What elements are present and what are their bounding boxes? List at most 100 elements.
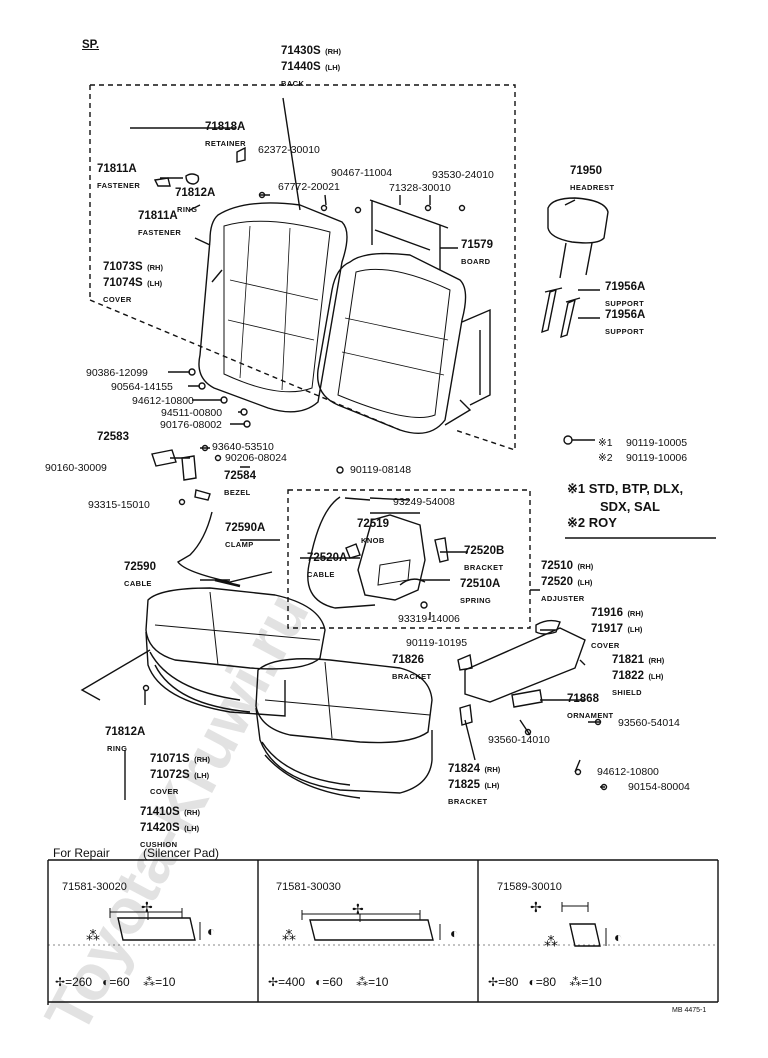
part-number: 71420S xyxy=(140,822,180,834)
callout-clamp: 72590A CLAMP xyxy=(225,519,265,551)
cover-71916 xyxy=(535,619,561,635)
part-number: 71811A xyxy=(97,163,137,175)
bolt-mark: ※1 xyxy=(598,437,613,449)
knob-72519 xyxy=(345,543,361,559)
callout-adjuster: 72510 (RH) 72520 (LH) ADJUSTER xyxy=(541,557,593,605)
thickness-icon: ◐ xyxy=(207,923,216,939)
part-number: 71868 xyxy=(567,693,599,705)
part-name: FASTENER xyxy=(97,181,141,190)
pad-1 xyxy=(109,908,201,941)
part-name: KNOB xyxy=(361,536,385,545)
sp-label: SP. xyxy=(82,39,100,51)
part-name: COVER xyxy=(591,641,620,650)
repair-code-1: 71581-30020 xyxy=(62,881,127,893)
thickness-icon: ◐ xyxy=(528,975,536,989)
part-number: 71579 xyxy=(461,239,493,251)
callout-93560-54014: 93560-54014 xyxy=(618,717,680,729)
callout-support-1: 71956A SUPPORT xyxy=(605,278,645,310)
part-number: 72590 xyxy=(124,561,156,573)
part-number: 71821 xyxy=(612,654,644,666)
callout-90386: 90386-12099 xyxy=(86,367,148,379)
part-number: 71822 xyxy=(612,670,644,682)
part-number: 71824 xyxy=(448,763,480,775)
part-name: BRACKET xyxy=(464,563,504,572)
headrest xyxy=(547,197,609,244)
side-rh: (RH) xyxy=(194,755,210,764)
ornament xyxy=(511,689,543,708)
part-name: RING xyxy=(107,744,128,753)
part-number: 71440S xyxy=(281,61,321,73)
part-name: BRACKET xyxy=(392,672,432,681)
repair-title: For Repair xyxy=(53,846,110,860)
thickness-icon: ◐ xyxy=(614,929,623,945)
part-name: BEZEL xyxy=(224,488,251,497)
side-rh: (RH) xyxy=(648,656,665,665)
board xyxy=(369,199,449,270)
callout-93560-14010: 93560-14010 xyxy=(488,734,550,746)
callout-93640: 93640-53510 xyxy=(212,441,274,453)
part-name: HEADREST xyxy=(570,183,615,192)
quantity-icon: ⁂ xyxy=(356,975,369,989)
callout-bolt-1: ※1 90119-10005 xyxy=(598,434,687,450)
part-name: SUPPORT xyxy=(605,299,645,308)
callout-fastener-2: 71811A FASTENER xyxy=(138,207,181,239)
quantity-icon: ⁂ xyxy=(86,927,100,943)
callout-bracket-71826: 71826 BRACKET xyxy=(392,651,431,683)
repair-code-3: 71589-30010 xyxy=(497,881,562,893)
seat-cushion-cover xyxy=(145,587,326,670)
pad-3 xyxy=(561,902,607,947)
repair-values-2: ✢=400 ◐=60 ⁂=10 xyxy=(268,976,388,988)
repair-code-2: 71581-30030 xyxy=(276,881,341,893)
callout-bezel: 72584 BEZEL xyxy=(224,467,256,499)
callout-cable-72590: 72590 CABLE xyxy=(124,558,156,590)
side-lh: (LH) xyxy=(194,771,210,780)
part-number: 72510 xyxy=(541,560,573,572)
repair-values-1: ✢=260 ◐=60 ⁂=10 xyxy=(55,976,175,988)
part-name: SPRING xyxy=(460,596,492,605)
callout-shield: 71821 (RH) 71822 (LH) SHIELD xyxy=(612,651,664,699)
seat-back-cover xyxy=(198,202,348,413)
side-rh: (RH) xyxy=(325,47,341,56)
part-number: 71812A xyxy=(105,726,146,738)
side-rh: (RH) xyxy=(627,609,644,618)
callout-62372: 62372-30010 xyxy=(258,144,320,156)
bracket-71824 xyxy=(459,704,473,726)
callout-cable-72520A: 72520A CABLE xyxy=(307,549,347,581)
callout-90119-08148: 90119-08148 xyxy=(350,464,412,476)
side-lh: (LH) xyxy=(648,672,664,681)
cable-72590 xyxy=(176,511,273,583)
quantity-icon: ⁂ xyxy=(544,933,558,949)
support-2 xyxy=(560,297,581,339)
side-lh: (LH) xyxy=(184,824,200,833)
callout-90176: 90176-08002 xyxy=(160,419,222,431)
quantity-icon: ⁂ xyxy=(143,975,156,989)
seat-back-frame xyxy=(316,252,467,434)
part-name: BRACKET xyxy=(448,797,488,806)
callout-ring-2: 71812A RING xyxy=(105,723,145,755)
part-name: COVER xyxy=(150,787,179,796)
part-number: 71917 xyxy=(591,623,623,635)
callout-board: 71579 BOARD xyxy=(461,236,493,268)
part-name: CUSHION xyxy=(140,840,178,849)
callout-90154: 90154-80004 xyxy=(628,781,690,793)
part-number: 71916 xyxy=(591,607,623,619)
shield xyxy=(464,627,586,703)
callout-fastener-1: 71811A FASTENER xyxy=(97,160,140,192)
part-number: 71825 xyxy=(448,779,480,791)
part-number: 72510A xyxy=(460,578,501,590)
part-number: 72590A xyxy=(225,522,266,534)
callout-72583: 72583 xyxy=(97,431,129,443)
callout-bracket-71824: 71824 (RH) 71825 (LH) BRACKET xyxy=(448,760,500,808)
side-rh: (RH) xyxy=(184,808,200,817)
part-name: SUPPORT xyxy=(605,327,645,336)
quantity-icon: ⁂ xyxy=(569,975,582,989)
callout-90160: 90160-30009 xyxy=(45,462,107,474)
length-icon: ✢ xyxy=(268,975,279,989)
part-number: 71812A xyxy=(175,187,216,199)
callout-cover-back: 71073S (RH) 71074S (LH) COVER xyxy=(103,258,163,306)
quantity-value: =10 xyxy=(155,975,176,989)
bracket-71826 xyxy=(457,654,473,671)
callout-93249: 93249-54008 xyxy=(393,496,455,508)
